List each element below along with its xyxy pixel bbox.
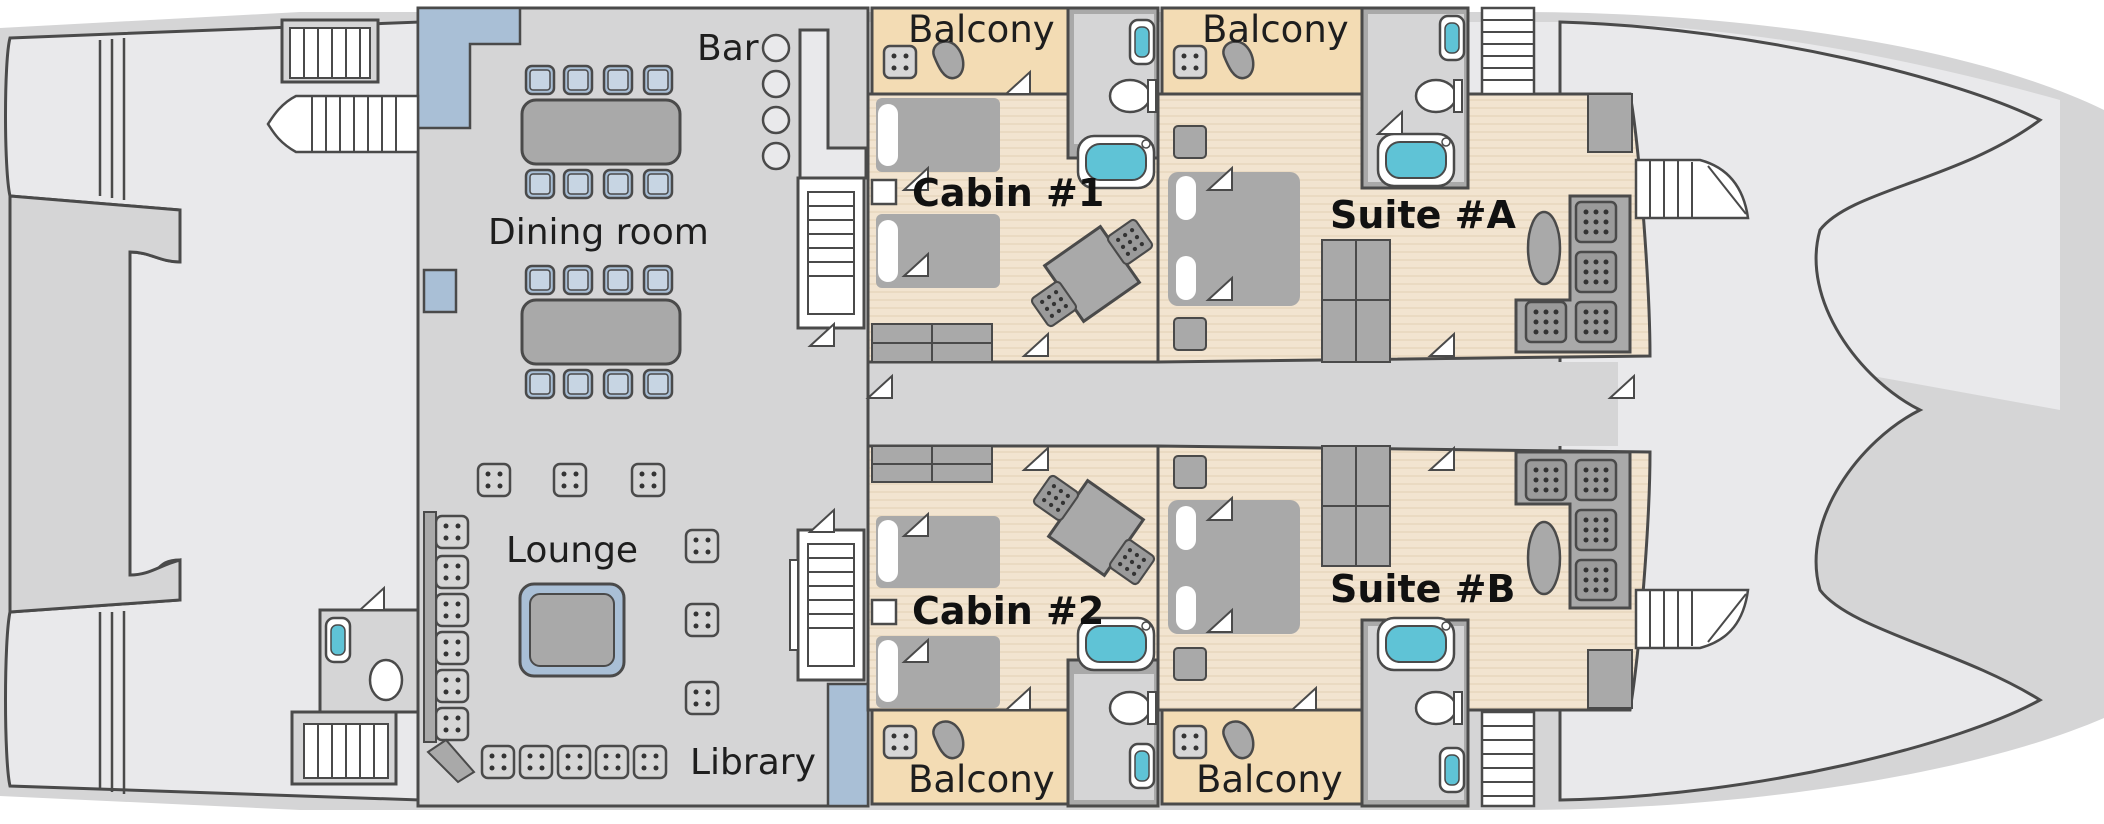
bar-label: Bar [697,28,759,69]
suite-b-bathroom [1360,616,1470,808]
lounge-table [518,582,626,678]
lounge-sofa [423,511,668,784]
balcony-label-suite-a: Balcony [1202,8,1349,51]
suite-b-balcony [1160,708,1364,806]
saloon-staircase-bottom [789,528,866,682]
suite-a [1156,92,1652,364]
library-label: Library [690,742,816,783]
cabin-2-balcony [870,708,1070,806]
suite-b-label: Suite #B [1330,567,1515,611]
aft-restroom [318,587,420,714]
dining-room-label: Dining room [488,212,709,253]
aft-staircase-bottom [290,710,398,786]
cabin-2-label: Cabin #2 [912,589,1104,633]
balcony-label-suite-b: Balcony [1196,758,1343,801]
cabin-1-balcony [870,6,1070,96]
cabin-2-bathroom [1066,616,1160,808]
bow-staircase-top [1480,6,1750,220]
corridor [868,362,1618,446]
suite-b [1156,444,1652,712]
balcony-label-cabin-1: Balcony [908,8,1055,51]
cabin-1-bathroom [1066,6,1160,190]
dining-table [520,64,682,200]
dining-table [520,264,682,400]
suite-a-bathroom [1360,6,1470,190]
saloon-staircase-top [796,176,866,330]
suite-a-balcony [1160,6,1364,96]
lounge-label: Lounge [506,530,638,571]
bow-staircase-bottom [1480,588,1750,808]
balcony-label-cabin-2: Balcony [908,758,1055,801]
suite-a-label: Suite #A [1330,193,1516,237]
cabin-1-label: Cabin #1 [912,171,1104,215]
aft-staircase-top [266,18,420,154]
